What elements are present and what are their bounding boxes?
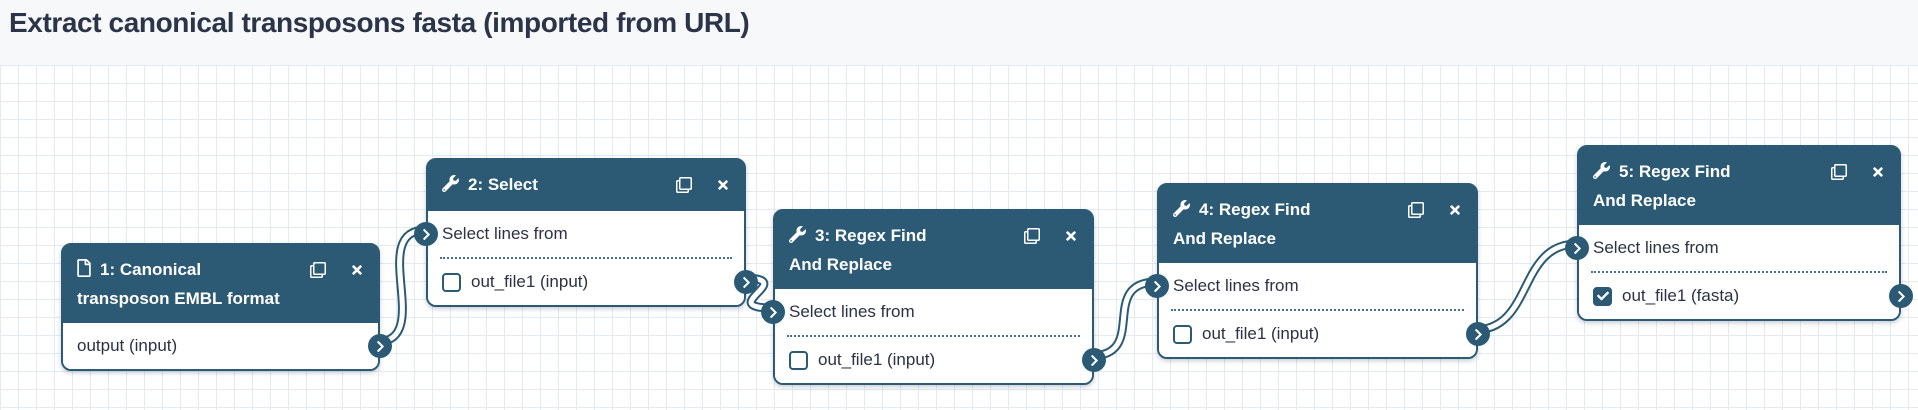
output-checkbox[interactable]	[1593, 286, 1612, 306]
output-label: out_file1 (input)	[471, 272, 589, 291]
chevron-right-icon	[376, 340, 384, 352]
input-label: Select lines from	[789, 302, 915, 321]
input-row: Select lines from	[1145, 263, 1476, 309]
wrench-icon	[1172, 198, 1190, 225]
node-header[interactable]: 2: Select	[428, 160, 744, 211]
chevron-right-icon	[1153, 280, 1161, 292]
input-connector[interactable]	[1565, 236, 1589, 260]
chevron-right-icon	[742, 276, 750, 288]
node-body: output (input)	[63, 323, 392, 369]
node-title: 4: Regex Find And Replace	[1173, 200, 1311, 248]
row-separator	[1171, 309, 1464, 311]
input-label: Select lines from	[1173, 276, 1299, 295]
node-actions	[960, 222, 1078, 249]
input-row: Select lines from	[761, 289, 1092, 335]
output-row: out_file1 (input)	[428, 259, 758, 305]
row-separator	[440, 257, 732, 259]
chevron-right-icon	[1573, 242, 1581, 254]
workflow-node-5[interactable]: 5: Regex Find And Replace Select lines f…	[1565, 145, 1913, 321]
input-connector[interactable]	[761, 300, 785, 324]
output-connector[interactable]	[734, 270, 758, 294]
input-connector[interactable]	[414, 222, 438, 246]
row-separator	[787, 335, 1080, 337]
close-icon[interactable]	[350, 263, 364, 277]
output-row: out_file1 (input)	[1159, 311, 1490, 357]
node-header[interactable]: 5: Regex Find And Replace	[1579, 147, 1899, 225]
node-title: 2: Select	[468, 175, 538, 194]
duplicate-icon[interactable]	[1831, 163, 1847, 180]
chevron-right-icon	[769, 306, 777, 318]
chevron-right-icon	[1897, 290, 1905, 302]
chevron-right-icon	[1090, 354, 1098, 366]
node-actions	[246, 256, 364, 283]
node-header[interactable]: 3: Regex Find And Replace	[775, 211, 1092, 289]
node-header[interactable]: 4: Regex Find And Replace	[1159, 185, 1476, 263]
output-row: output (input)	[63, 323, 392, 369]
output-label: out_file1 (fasta)	[1622, 286, 1740, 305]
output-connector[interactable]	[1889, 284, 1913, 308]
node-actions	[1344, 196, 1462, 223]
workflow-title: Extract canonical transposons fasta (imp…	[9, 7, 750, 38]
node-body: Select lines from out_file1 (input)	[414, 211, 758, 305]
node-body: Select lines from out_file1 (input)	[761, 289, 1106, 383]
workflow-node-1[interactable]: 1: Canonical transposon EMBL format outp…	[61, 243, 392, 371]
close-icon[interactable]	[1448, 203, 1462, 217]
input-connector[interactable]	[1145, 274, 1169, 298]
wrench-icon	[788, 224, 806, 251]
output-connector[interactable]	[1082, 348, 1106, 372]
input-row: Select lines from	[414, 211, 744, 257]
duplicate-icon[interactable]	[310, 261, 326, 278]
row-separator	[1591, 271, 1887, 273]
node-title: 1: Canonical transposon EMBL format	[77, 260, 280, 308]
input-label: Select lines from	[442, 224, 568, 243]
node-body: Select lines from out_file1 (input)	[1145, 263, 1490, 357]
output-label: out_file1 (input)	[1202, 324, 1320, 343]
close-icon[interactable]	[716, 178, 730, 192]
output-checkbox[interactable]	[789, 350, 808, 370]
close-icon[interactable]	[1871, 165, 1885, 179]
output-row: out_file1 (fasta)	[1579, 273, 1913, 319]
node-header[interactable]: 1: Canonical transposon EMBL format	[63, 245, 378, 323]
input-label: Select lines from	[1593, 238, 1719, 257]
close-icon[interactable]	[1064, 229, 1078, 243]
workflow-node-4[interactable]: 4: Regex Find And Replace Select lines f…	[1145, 183, 1490, 359]
node-title: 3: Regex Find And Replace	[789, 226, 927, 274]
node-title: 5: Regex Find And Replace	[1593, 162, 1731, 210]
wrench-icon	[441, 173, 459, 200]
chevron-right-icon	[1474, 328, 1482, 340]
node-actions	[612, 171, 730, 198]
file-icon	[77, 258, 91, 285]
workflow-node-3[interactable]: 3: Regex Find And Replace Select lines f…	[761, 209, 1106, 385]
input-row: Select lines from	[1565, 225, 1899, 271]
node-actions	[1767, 158, 1885, 185]
duplicate-icon[interactable]	[676, 176, 692, 193]
duplicate-icon[interactable]	[1408, 201, 1424, 218]
output-row: out_file1 (input)	[775, 337, 1106, 383]
duplicate-icon[interactable]	[1024, 227, 1040, 244]
output-checkbox[interactable]	[442, 272, 461, 292]
output-checkbox[interactable]	[1173, 324, 1192, 344]
output-label: output (input)	[77, 336, 178, 355]
chevron-right-icon	[422, 228, 430, 240]
wrench-icon	[1592, 160, 1610, 187]
output-connector[interactable]	[1466, 322, 1490, 346]
output-label: out_file1 (input)	[818, 350, 936, 369]
workflow-node-2[interactable]: 2: Select Select lines from out_file1 (i…	[414, 158, 758, 307]
workflow-header-bar: Extract canonical transposons fasta (imp…	[0, 0, 1918, 65]
output-connector[interactable]	[368, 334, 392, 358]
node-body: Select lines from out_file1 (fasta)	[1565, 225, 1913, 319]
